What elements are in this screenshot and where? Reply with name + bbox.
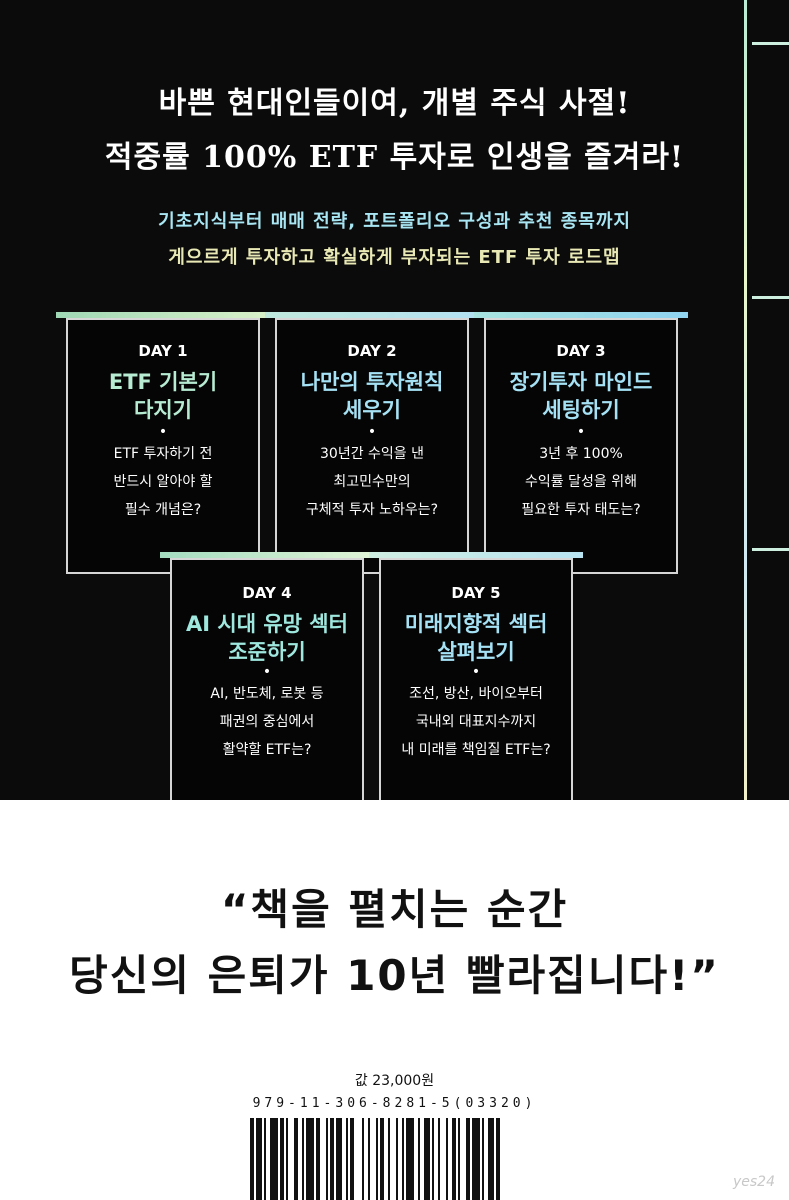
day-title: 미래지향적 섹터 살펴보기 bbox=[381, 610, 571, 666]
desc-line: 조선, 방산, 바이오부터 bbox=[409, 686, 543, 702]
yes24-watermark: yes24 bbox=[732, 1174, 775, 1190]
day-label: DAY 5 bbox=[451, 584, 501, 602]
day-label: DAY 1 bbox=[138, 342, 188, 360]
desc-line: 패권의 중심에서 bbox=[219, 714, 315, 730]
desc-line: 최고민수만의 bbox=[333, 474, 411, 490]
card-top-bar bbox=[474, 312, 688, 318]
day-title-line: 미래지향적 섹터 bbox=[404, 612, 548, 636]
desc-line: 활약할 ETF는? bbox=[222, 742, 312, 758]
desc-line: ETF 투자하기 전 bbox=[113, 446, 213, 462]
quote-line-2: 당신의 은퇴가 10년 빨라집니다!” bbox=[69, 951, 720, 1000]
day-description: AI, 반도체, 로봇 등 패권의 중심에서 활약할 ETF는? bbox=[172, 680, 362, 764]
subtitle-line-2: 게으르게 투자하고 확실하게 부자되는 ETF 투자 로드맵 bbox=[168, 247, 621, 268]
bullet: • bbox=[576, 424, 586, 440]
day-title: 장기투자 마인드 세팅하기 bbox=[486, 368, 676, 424]
day-description: 3년 후 100% 수익률 달성을 위해 필요한 투자 태도는? bbox=[486, 440, 676, 524]
day-title: 나만의 투자원칙 세우기 bbox=[277, 368, 467, 424]
day-title: AI 시대 유망 섹터 조준하기 bbox=[172, 610, 362, 666]
day-description: 조선, 방산, 바이오부터 국내외 대표지수까지 내 미래를 책임질 ETF는? bbox=[381, 680, 571, 764]
day-title-line: 세우기 bbox=[343, 398, 401, 422]
day-title-line: 장기투자 마인드 bbox=[509, 370, 653, 394]
card-top-bar bbox=[56, 312, 270, 318]
day-description: 30년간 수익을 낸 최고민수만의 구체적 투자 노하우는? bbox=[277, 440, 467, 524]
rail-tick bbox=[752, 42, 789, 45]
desc-line: 3년 후 100% bbox=[539, 446, 623, 462]
day-title-line: 세팅하기 bbox=[542, 398, 620, 422]
day-title-line: 다지기 bbox=[134, 398, 192, 422]
desc-line: 구체적 투자 노하우는? bbox=[305, 502, 439, 518]
barcode bbox=[250, 1118, 500, 1200]
desc-line: AI, 반도체, 로봇 등 bbox=[210, 686, 324, 702]
day-title: ETF 기본기 다지기 bbox=[68, 368, 258, 424]
quote-line-1: “책을 펼치는 순간 bbox=[220, 885, 569, 934]
day-title-line: 조준하기 bbox=[228, 640, 306, 664]
headline-line-1: 바쁜 현대인들이여, 개별 주식 사절! bbox=[158, 86, 631, 121]
desc-line: 국내외 대표지수까지 bbox=[415, 714, 537, 730]
headline-line-2: 적중률 100% ETF 투자로 인생을 즐겨라! bbox=[104, 140, 685, 175]
card-top-bar bbox=[369, 552, 583, 558]
day-title-line: 나만의 투자원칙 bbox=[300, 370, 444, 394]
price: 값 23,000원 bbox=[354, 1073, 435, 1089]
bullet: • bbox=[471, 664, 481, 680]
day-card-4: DAY 4 AI 시대 유망 섹터 조준하기 • AI, 반도체, 로봇 등 패… bbox=[160, 552, 374, 800]
subtitle-line-1: 기초지식부터 매매 전략, 포트폴리오 구성과 추천 종목까지 bbox=[158, 211, 631, 232]
day-description: ETF 투자하기 전 반드시 알아야 할 필수 개념은? bbox=[68, 440, 258, 524]
desc-line: 수익률 달성을 위해 bbox=[525, 474, 637, 490]
bullet: • bbox=[262, 664, 272, 680]
day-label: DAY 3 bbox=[556, 342, 606, 360]
card-top-bar bbox=[160, 552, 374, 558]
day-label: DAY 2 bbox=[347, 342, 397, 360]
day-label: DAY 4 bbox=[242, 584, 292, 602]
desc-line: 30년간 수익을 낸 bbox=[320, 446, 424, 462]
day-card-1: DAY 1 ETF 기본기 다지기 • ETF 투자하기 전 반드시 알아야 할… bbox=[56, 312, 270, 574]
day-title-line: ETF 기본기 bbox=[108, 370, 218, 394]
desc-line: 필요한 투자 태도는? bbox=[521, 502, 641, 518]
day-title-line: 살펴보기 bbox=[437, 640, 515, 664]
day-card-5: DAY 5 미래지향적 섹터 살펴보기 • 조선, 방산, 바이오부터 국내외 … bbox=[369, 552, 583, 800]
day-card-3: DAY 3 장기투자 마인드 세팅하기 • 3년 후 100% 수익률 달성을 … bbox=[474, 312, 688, 574]
rail-tick bbox=[752, 296, 789, 299]
cover-dark-section: 바쁜 현대인들이여, 개별 주식 사절! 적중률 100% ETF 투자로 인생… bbox=[0, 0, 789, 800]
day-card-2: DAY 2 나만의 투자원칙 세우기 • 30년간 수익을 낸 최고민수만의 구… bbox=[265, 312, 479, 574]
isbn: 979-11-306-8281-5(03320) bbox=[252, 1096, 537, 1111]
desc-line: 필수 개념은? bbox=[124, 502, 202, 518]
gradient-rail bbox=[744, 0, 747, 800]
desc-line: 내 미래를 책임질 ETF는? bbox=[401, 742, 551, 758]
card-top-bar bbox=[265, 312, 479, 318]
bullet: • bbox=[158, 424, 168, 440]
day-title-line: AI 시대 유망 섹터 bbox=[186, 612, 348, 636]
bullet: • bbox=[367, 424, 377, 440]
desc-line: 반드시 알아야 할 bbox=[113, 474, 213, 490]
rail-tick bbox=[752, 548, 789, 551]
